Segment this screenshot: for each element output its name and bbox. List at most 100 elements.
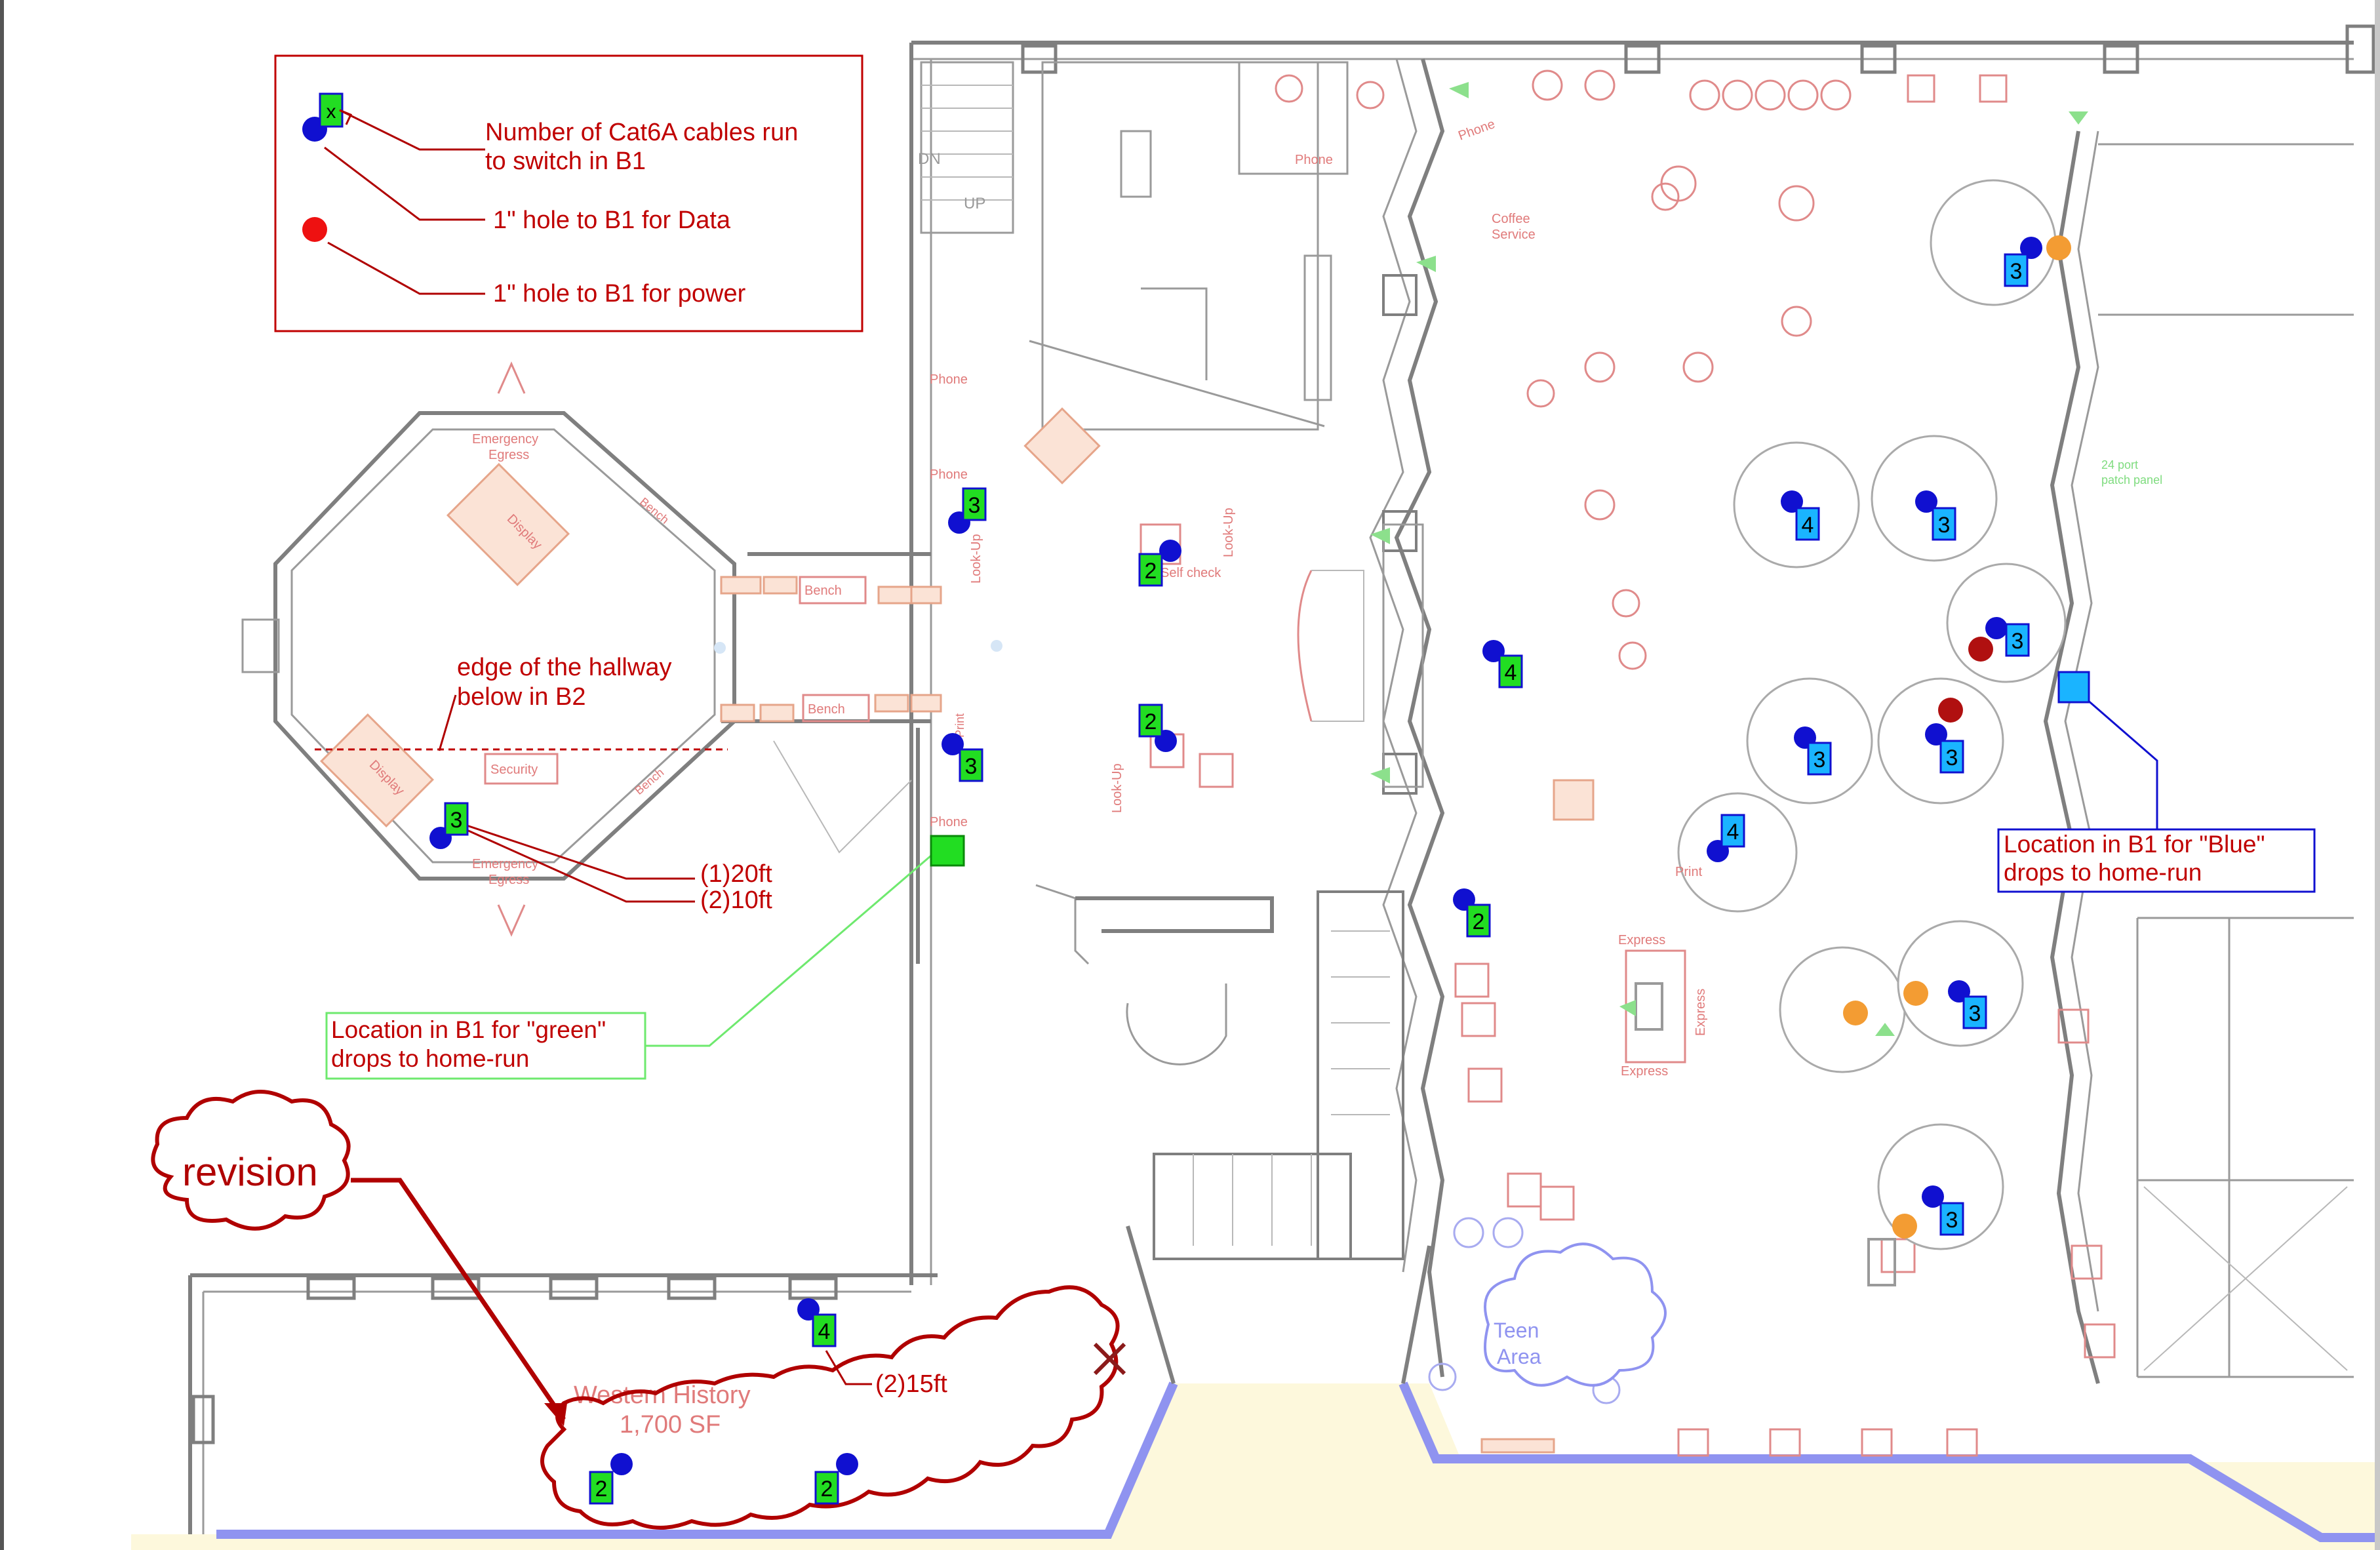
svg-text:2: 2 (595, 1477, 608, 1501)
legend: x Number of Cat6A cables run to switch i… (274, 54, 863, 332)
blue-drop-tag: 3 (1939, 1202, 1964, 1236)
label-phone-3: Phone (930, 815, 968, 829)
label-bench-1: Bench (637, 495, 671, 527)
hallway-edge-callout: edge of the hallway below in B2 (315, 654, 728, 751)
blue-home-run-text: Location in B1 for "Blue" (2004, 831, 2265, 858)
blue-drop-tag: 4 (1720, 814, 1745, 848)
power-dot (1938, 698, 1963, 723)
label-emergency-egress-bottom-2: Egress (488, 873, 529, 887)
green-drop-tag: 2 (1138, 704, 1163, 738)
data-drop-dots (429, 237, 2042, 1475)
green-drop-tag: 2 (814, 1471, 839, 1505)
legend-green-tag (319, 92, 344, 128)
legend-cable-count-text-2: to switch in B1 (485, 148, 646, 175)
svg-text:3: 3 (2012, 629, 2024, 654)
blue-drop-tag: 3 (2005, 623, 2030, 657)
svg-text:2: 2 (821, 1477, 833, 1501)
green-home-run-box (325, 1012, 646, 1080)
label-patch-panel-2: patch panel (2101, 473, 2162, 487)
orange-dot (1903, 981, 1928, 1006)
label-coffee: Coffee (1492, 212, 1530, 226)
label-up: UP (964, 195, 985, 212)
svg-text:4: 4 (1802, 513, 1814, 538)
blue-home-run-text-2: drops to home-run (2004, 859, 2202, 886)
green-drop-tag: 2 (1466, 904, 1491, 938)
blue-drop-tag: 3 (1939, 740, 1964, 774)
label-patch-panel: 24 port (2101, 458, 2138, 471)
teen-area-label: Teen (1494, 1319, 1539, 1342)
blue-drop-tag: 3 (1962, 995, 1987, 1029)
svg-text:3: 3 (1946, 745, 1958, 770)
label-look-up-3: Look-Up (1110, 763, 1124, 813)
label-phone-2: Phone (930, 467, 968, 482)
workstation-pods (1677, 179, 2067, 1250)
blue-home-run-box (1997, 828, 2316, 893)
svg-text:3: 3 (1814, 747, 1826, 772)
building-walls (188, 24, 2375, 1534)
green-drop-tag: 4 (812, 1313, 837, 1347)
revision-cloud: revision (151, 1090, 1126, 1530)
page-edge (0, 0, 4, 1550)
room-labels: Emergency Egress Emergency Egress Displa… (367, 117, 2162, 1439)
revision-cloud-label-bubble (151, 1090, 351, 1231)
green-home-run-text-2: drops to home-run (331, 1045, 529, 1072)
blue-drop-tag: 3 (1932, 507, 1956, 541)
green-drop-tag: 3 (962, 487, 987, 521)
label-dn: DN (918, 150, 941, 168)
property-boundary (216, 1381, 2380, 1542)
green-home-run-callout: Location in B1 for "green" drops to home… (325, 835, 965, 1080)
green-drop-tag: 2 (1138, 553, 1163, 587)
svg-text:3: 3 (968, 493, 981, 518)
blue-home-run-marker (2057, 671, 2090, 704)
svg-text:2: 2 (1145, 559, 1157, 584)
teen-area-label-2: Area (1497, 1345, 1541, 1368)
green-drop-tag: 3 (959, 748, 983, 782)
length-text-1: (1)20ft (700, 860, 772, 888)
label-express-2: Express (1621, 1064, 1668, 1079)
length-text-2: (2)10ft (700, 886, 772, 914)
svg-text:4: 4 (1727, 820, 1739, 845)
legend-cable-count-text: Number of Cat6A cables run (485, 119, 798, 146)
svg-text:2: 2 (1145, 709, 1157, 734)
svg-text:2: 2 (1473, 909, 1485, 934)
octagon-length-callout: (1)20ft (2)10ft (458, 822, 772, 914)
legend-power-dot (302, 217, 327, 242)
access-point-markers (1370, 82, 2088, 1036)
label-print-1: Print (1675, 865, 1703, 879)
data-dot (942, 733, 964, 755)
label-bench-3: Bench (804, 584, 842, 598)
sidewalk-area (131, 1383, 2380, 1550)
label-express-1: Express (1618, 933, 1665, 947)
orange-dot (1892, 1214, 1917, 1239)
label-western-history: Western History (574, 1381, 751, 1409)
orange-dot (2046, 235, 2071, 260)
label-bench-4: Bench (808, 702, 845, 717)
legend-power-hole-text: 1" hole to B1 for power (493, 280, 746, 308)
blue-drop-tag: 3 (1807, 742, 1832, 776)
data-dot (836, 1453, 858, 1475)
revision-text: revision (182, 1150, 318, 1194)
teen-area: Teen Area (1484, 1242, 1667, 1387)
green-drop-tag: 2 (589, 1471, 614, 1505)
green-drop-tags: 3 2 2 3 4 2 3 4 (444, 487, 1523, 1505)
legend-tag-text: x (327, 101, 336, 123)
label-emergency-egress-top: Emergency (472, 432, 538, 447)
data-dot (1159, 540, 1181, 562)
octagon-lobby (241, 361, 1002, 937)
orange-dot (1843, 1001, 1868, 1025)
label-western-history-2: 1,700 SF (620, 1411, 721, 1439)
blue-home-run-callout: Location in B1 for "Blue" drops to home-… (1997, 671, 2316, 893)
green-drop-tag: 4 (1498, 654, 1523, 688)
hallway-edge-text-2: below in B2 (457, 683, 585, 711)
label-coffee-2: Service (1492, 228, 1536, 242)
label-look-up-1: Look-Up (969, 534, 983, 584)
green-drop-tag: 3 (444, 802, 469, 836)
green-home-run-text: Location in B1 for "green" (331, 1016, 606, 1043)
blue-drop-tag: 3 (2004, 253, 2029, 287)
svg-text:3: 3 (965, 754, 978, 779)
svg-text:4: 4 (1505, 660, 1517, 685)
svg-text:3: 3 (2010, 259, 2023, 284)
label-phone-4: Phone (1295, 153, 1333, 167)
data-dot (610, 1453, 633, 1475)
